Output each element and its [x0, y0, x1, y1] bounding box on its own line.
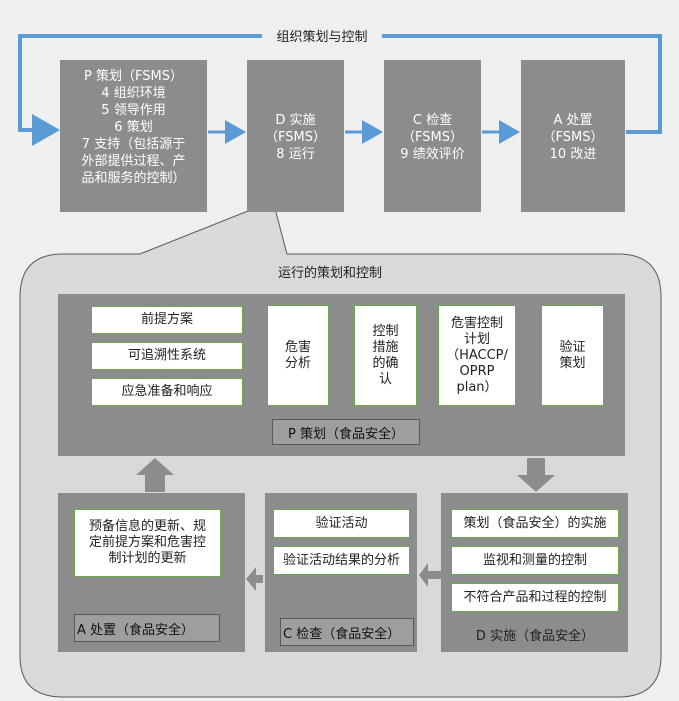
step-control-validation: 控制 措施 的确 认 [354, 305, 417, 406]
do-item-nonconforming: 不符合产品和过程的控制 [451, 583, 619, 612]
plan-section-label: P 策划（食品安全） [272, 419, 420, 445]
top-box-plan: P 策划（FSMS） 4 组织环境 5 领导作用 6 策划 7 支持（包括源于 … [60, 60, 207, 212]
do-item-monitoring: 监视和测量的控制 [451, 546, 619, 575]
step-hazard-analysis: 危害 分析 [267, 305, 329, 406]
check-item-verification: 验证活动 [273, 509, 410, 538]
top-loop-label: 组织策划与控制 [276, 29, 368, 45]
top-box-check: C 检查 （FSMS） 9 绩效评价 [384, 60, 481, 212]
arrow-plan-to-do [517, 458, 555, 492]
step-verification-planning: 验证 策划 [541, 305, 604, 406]
prereq-item-traceability: 可追溯性系统 [91, 342, 243, 370]
prereq-item-emergency: 应急准备和响应 [91, 378, 243, 406]
prereq-item-prerequisite-programs: 前提方案 [91, 306, 243, 334]
top-box-do: D 实施 （FSMS） 8 运行 [247, 60, 344, 212]
act-section-label: A 处置（食品安全） [74, 614, 220, 642]
do-item-implementation: 策划（食品安全）的实施 [451, 509, 619, 538]
operation-title: 运行的策划和控制 [277, 266, 382, 281]
check-section-label: C 检查（食品安全） [280, 618, 414, 646]
step-hazard-control-plan: 危害控制 计划 （HACCP/ OPRP plan） [438, 305, 516, 406]
act-item-update: 预备信息的更新、规 定前提方案和危害控 制计划的更新 [74, 509, 221, 577]
arrow-check-to-act [246, 567, 263, 591]
top-loop-label-bg: 组织策划与控制 [262, 24, 382, 46]
arrow-do-to-check [419, 563, 442, 587]
arrow-act-to-plan [136, 458, 174, 492]
top-box-act: A 处置 （FSMS） 10 改进 [521, 60, 625, 212]
check-item-analysis: 验证活动结果的分析 [273, 546, 410, 575]
do-section-label: D 实施（食品安全） [475, 629, 595, 644]
